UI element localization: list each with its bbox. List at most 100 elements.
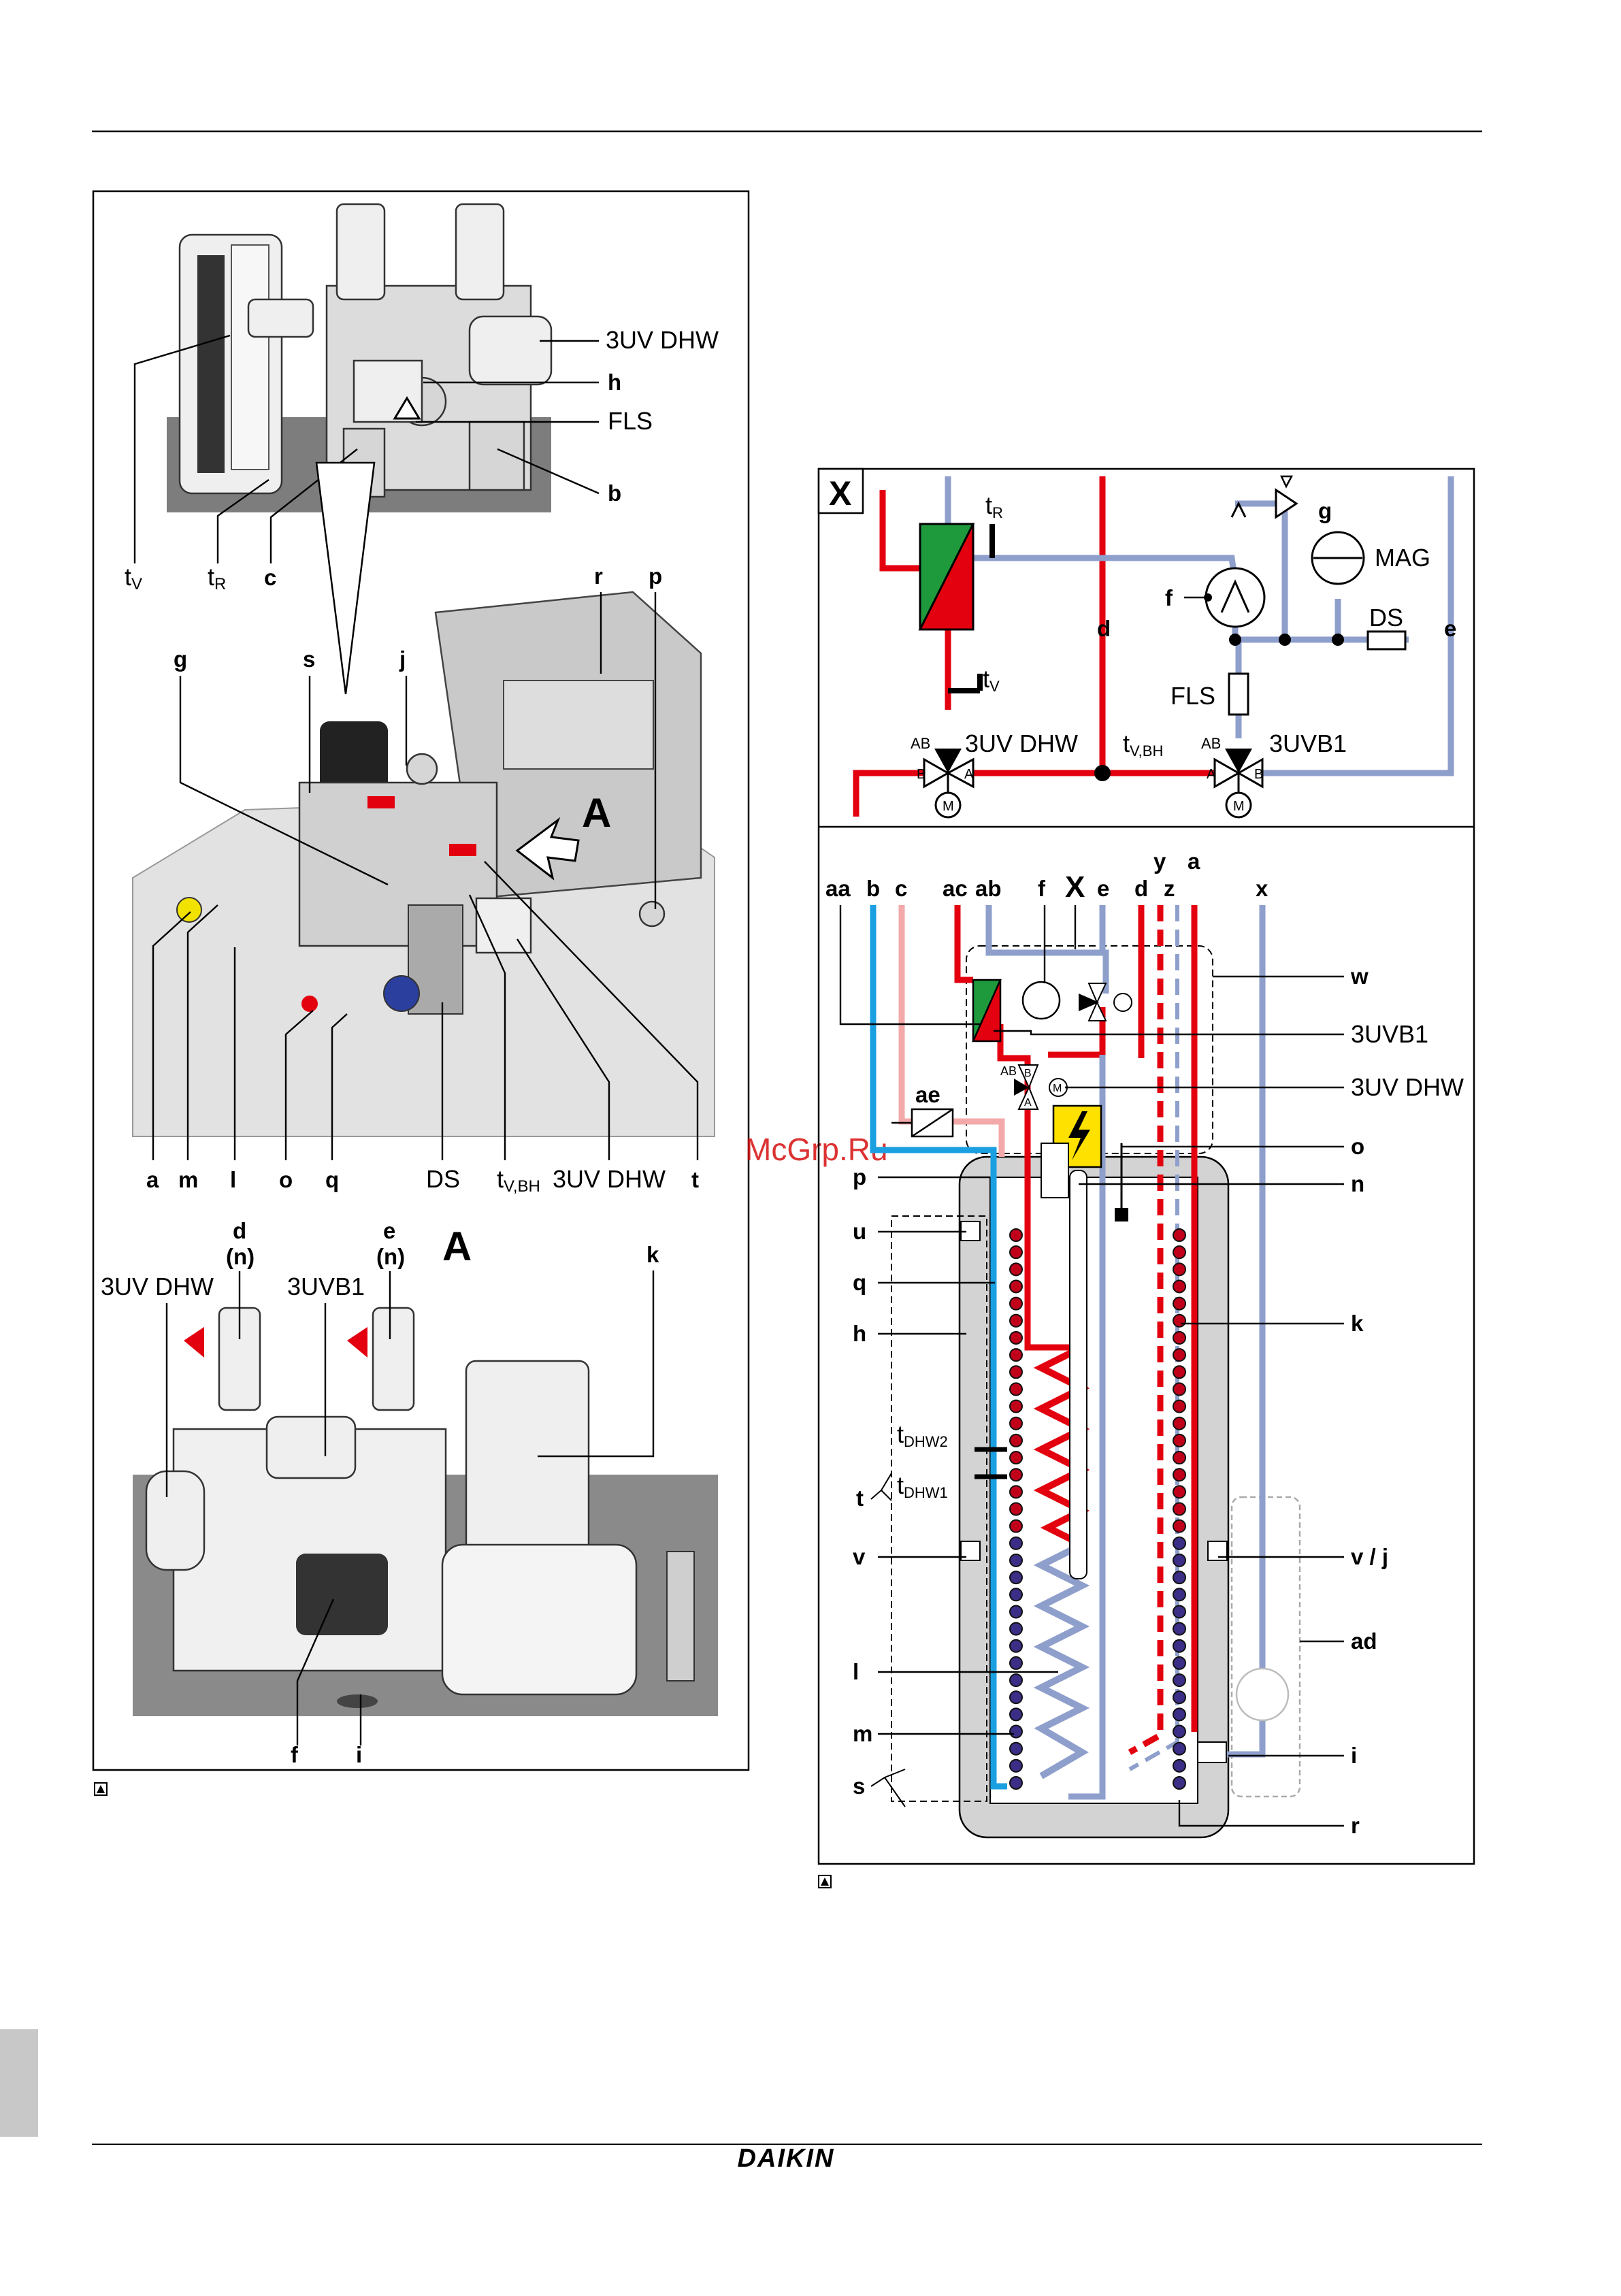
bottom-label-3uv-dhw: 3UV DHW	[101, 1273, 214, 1300]
tank-label-v: v	[853, 1544, 866, 1569]
coil-turn	[1010, 1640, 1022, 1652]
tank-label-h: h	[853, 1321, 866, 1346]
coil-turn	[1010, 1605, 1022, 1618]
coil-turn	[1173, 1332, 1185, 1344]
mid-label-s: s	[303, 646, 315, 672]
pump-icon	[1023, 982, 1060, 1019]
warning-triangle-icon	[819, 1875, 831, 1888]
x-label-fls: FLS	[1170, 682, 1215, 710]
coil-turn	[1173, 1315, 1185, 1327]
tank-label-t: t	[856, 1486, 864, 1511]
tank-label-n: n	[1351, 1171, 1364, 1196]
tank-label-e: e	[1097, 876, 1109, 901]
coil-turn	[1010, 1657, 1022, 1669]
brand-logo: DAIKIN	[738, 2144, 835, 2173]
mid-label-t: t	[691, 1167, 699, 1192]
coil-turn	[1173, 1503, 1185, 1515]
bottom-label-A: A	[442, 1224, 472, 1269]
x-valve1-a: A	[964, 767, 974, 782]
tank-label-p: p	[853, 1164, 866, 1190]
mid-label-m: m	[178, 1167, 198, 1192]
top-label-tr: tR	[208, 563, 226, 593]
zoom-wedge	[316, 463, 374, 694]
x-label-ds: DS	[1369, 604, 1403, 632]
x-label-ab1: AB	[911, 735, 930, 752]
coil-turn	[1173, 1537, 1185, 1549]
coil-turn	[1010, 1726, 1022, 1738]
tank-label-a: a	[1188, 849, 1200, 874]
tank-label-k: k	[1351, 1311, 1364, 1336]
x-label-tvbh: tV,BH	[1123, 729, 1163, 759]
tank-label-u: u	[853, 1219, 866, 1244]
coil-turn	[1010, 1486, 1022, 1498]
coil-turn	[1010, 1674, 1022, 1686]
coil-turn	[1010, 1263, 1022, 1275]
mid-label-a: a	[146, 1167, 159, 1192]
coil-turn	[1173, 1554, 1185, 1567]
tank-label-s: s	[853, 1773, 865, 1799]
tank-label-q: q	[853, 1270, 866, 1295]
tank-valve-a: A	[1024, 1097, 1032, 1109]
coil-turn	[1010, 1452, 1022, 1464]
coil-turn	[1173, 1605, 1185, 1618]
warning-triangle-icon	[95, 1783, 107, 1795]
x-valve1-m: M	[943, 799, 954, 814]
mid-label-ds: DS	[426, 1165, 460, 1193]
x-label-3uv-dhw: 3UV DHW	[965, 729, 1078, 757]
coil-turn	[1173, 1691, 1185, 1703]
mid-label-p: p	[649, 563, 662, 589]
bottom-label-i: i	[356, 1742, 362, 1767]
coil-turn	[1010, 1280, 1022, 1292]
coil-turn	[1010, 1246, 1022, 1258]
coil-turn	[1010, 1520, 1022, 1532]
x-valve2-m: M	[1233, 799, 1245, 814]
top-label-fls: FLS	[608, 407, 653, 435]
coil-turn	[1173, 1743, 1185, 1755]
coil-turn	[1173, 1571, 1185, 1584]
tank-label-z: z	[1164, 876, 1175, 901]
coil-turn	[1010, 1537, 1022, 1549]
mid-label-tvbh: tV,BH	[497, 1165, 540, 1196]
coil-turn	[1173, 1708, 1185, 1720]
x-valve2-a: A	[1207, 767, 1216, 782]
coil-turn	[1010, 1743, 1022, 1755]
x-label-f: f	[1165, 585, 1173, 610]
coil-turn	[1010, 1315, 1022, 1327]
mid-label-o: o	[279, 1167, 293, 1192]
tank-valve-ab: AB	[1000, 1064, 1017, 1078]
coil-turn	[1173, 1674, 1185, 1686]
coil-turn	[1010, 1760, 1022, 1772]
coil-turn	[1173, 1588, 1185, 1601]
tank-label-x: x	[1256, 876, 1268, 901]
coil-turn	[1173, 1263, 1185, 1275]
tank-label-3uvb1: 3UVB1	[1351, 1020, 1428, 1048]
coil-turn	[1010, 1366, 1022, 1378]
coil-turn	[1010, 1503, 1022, 1515]
schematic-x-title: X	[829, 474, 851, 512]
coil-turn	[1010, 1571, 1022, 1584]
coil-turn	[1173, 1486, 1185, 1498]
coil-turn	[1173, 1383, 1185, 1395]
mid-label-3uv-dhw: 3UV DHW	[553, 1165, 666, 1193]
mid-label-g: g	[174, 646, 187, 672]
mid-label-r: r	[594, 563, 603, 589]
coil-turn	[1173, 1452, 1185, 1464]
coil-turn	[1173, 1760, 1185, 1772]
coil-turn	[1173, 1434, 1185, 1447]
coil-turn	[1010, 1554, 1022, 1567]
tank-label-ac: ac	[943, 876, 968, 901]
tank-label-f: f	[1038, 876, 1046, 901]
x-label-d: d	[1097, 616, 1111, 641]
coil-turn	[1173, 1726, 1185, 1738]
coil-turn	[1010, 1298, 1022, 1310]
tank-label-tdhw1: tDHW1	[897, 1471, 948, 1501]
tank-label-i: i	[1351, 1743, 1357, 1768]
x-label-ab2: AB	[1201, 735, 1221, 752]
bottom-label-dn: (n)	[226, 1244, 255, 1269]
coil-turn	[1010, 1229, 1022, 1241]
tank-label-r: r	[1351, 1813, 1360, 1838]
tank-label-w: w	[1350, 964, 1369, 989]
coil-turn	[1173, 1777, 1185, 1789]
coil-turn	[1173, 1417, 1185, 1430]
